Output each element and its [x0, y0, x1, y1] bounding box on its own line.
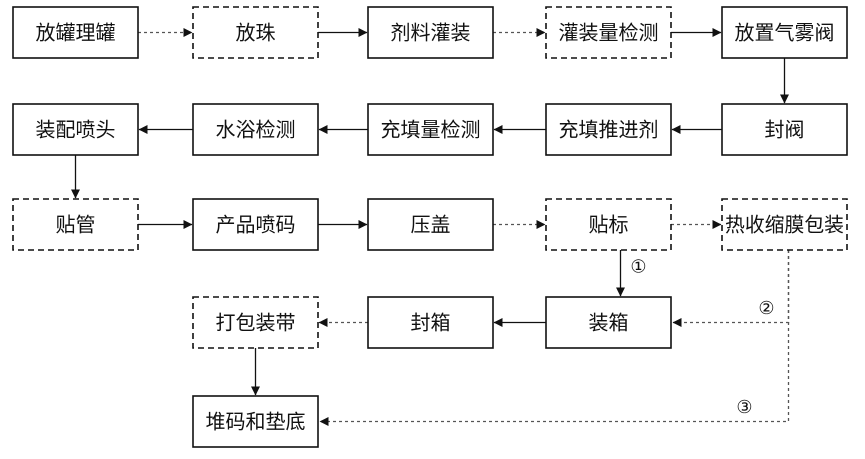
node-label: 压盖 — [411, 213, 451, 237]
node-label: 充填量检测 — [381, 118, 481, 142]
node-label: 充填推进剂 — [559, 118, 659, 142]
node-n12: 产品喷码 — [192, 198, 319, 251]
node-label: 打包装带 — [216, 311, 296, 335]
node-n6: 装配喷头 — [12, 103, 139, 156]
node-box — [192, 198, 319, 251]
node-label: 水浴检测 — [216, 118, 296, 142]
edge-number-label: ② — [758, 298, 774, 319]
node-box — [367, 198, 494, 251]
node-n5: 放置气雾阀 — [721, 6, 848, 59]
node-label: 剂料灌装 — [391, 21, 471, 45]
node-box — [192, 395, 319, 448]
node-n11: 贴管 — [12, 198, 139, 251]
node-box — [545, 296, 672, 349]
node-box — [192, 296, 319, 349]
edges-layer: ① ② ③ — [71, 28, 790, 426]
node-n14: 贴标 — [545, 198, 672, 251]
node-n16: 打包装带 — [192, 296, 319, 349]
node-box — [12, 198, 139, 251]
node-box — [721, 103, 848, 156]
node-box — [192, 6, 319, 59]
node-n2: 放珠 — [192, 6, 319, 59]
node-label: 产品喷码 — [216, 213, 296, 237]
edge-number-label: ③ — [736, 397, 752, 418]
node-n19: 堆码和垫底 — [192, 395, 319, 448]
node-label: 灌装量检测 — [559, 21, 659, 45]
node-label: 放罐理罐 — [36, 21, 116, 45]
node-n8: 充填量检测 — [367, 103, 494, 156]
node-box — [12, 103, 139, 156]
node-box — [545, 6, 672, 59]
node-box — [545, 103, 672, 156]
node-label: 贴标 — [589, 213, 629, 237]
node-label: 封阀 — [765, 118, 805, 142]
node-label: 装箱 — [589, 311, 629, 335]
node-n4: 灌装量检测 — [545, 6, 672, 59]
node-n7: 水浴检测 — [192, 103, 319, 156]
node-label: 放置气雾阀 — [735, 21, 835, 45]
node-box — [721, 198, 848, 251]
node-label: 放珠 — [236, 21, 276, 45]
node-n3: 剂料灌装 — [367, 6, 494, 59]
node-box — [367, 296, 494, 349]
node-box — [367, 6, 494, 59]
node-box — [721, 6, 848, 59]
node-n10: 封阀 — [721, 103, 848, 156]
node-n1: 放罐理罐 — [12, 6, 139, 59]
edge-number-label: ① — [630, 257, 646, 278]
node-label: 装配喷头 — [36, 118, 116, 142]
node-n9: 充填推进剂 — [545, 103, 672, 156]
node-n13: 压盖 — [367, 198, 494, 251]
node-box — [12, 6, 139, 59]
node-box — [367, 103, 494, 156]
node-label: 贴管 — [56, 213, 96, 237]
node-label: 封箱 — [411, 311, 451, 335]
node-box — [545, 198, 672, 251]
node-label: 堆码和垫底 — [206, 410, 306, 434]
node-label: 热收缩膜包装 — [725, 213, 844, 237]
node-n17: 封箱 — [367, 296, 494, 349]
node-n15: 热收缩膜包装 — [721, 198, 848, 251]
node-n18: 装箱 — [545, 296, 672, 349]
node-box — [192, 103, 319, 156]
